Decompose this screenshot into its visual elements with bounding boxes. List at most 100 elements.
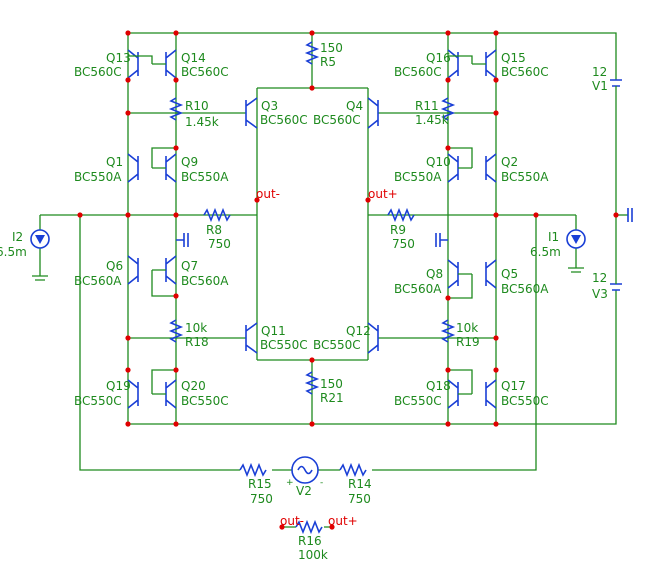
q19-model: BC550C (74, 394, 122, 408)
r10-name: R10 (185, 99, 209, 113)
q14-transistor[interactable] (128, 49, 177, 79)
r8-value: 750 (208, 237, 231, 251)
q4-name: Q4 (346, 99, 363, 113)
q3-name: Q3 (261, 99, 278, 113)
v2-name: V2 (296, 484, 312, 498)
q20-name: Q20 (181, 379, 206, 393)
q11-model: BC550C (260, 338, 308, 352)
r18-name: R18 (185, 335, 209, 349)
q3-transistor[interactable] (245, 97, 258, 129)
r10-value: 1.45k (185, 115, 219, 129)
q6-transistor[interactable] (127, 255, 139, 285)
r15-resistor[interactable] (239, 462, 267, 478)
wire-top-rail (128, 32, 617, 80)
r9-value: 750 (392, 237, 415, 251)
i1-current-source[interactable] (566, 229, 586, 273)
r5-name: R5 (320, 55, 336, 69)
q12-name: Q12 (346, 324, 371, 338)
q18-model: BC550C (394, 394, 442, 408)
q10-name: Q10 (426, 155, 451, 169)
r11-value: 1.45k (415, 113, 449, 127)
q2-name: Q2 (501, 155, 518, 169)
v3-value: 12 (592, 271, 607, 285)
q15-transistor[interactable] (448, 49, 497, 79)
transistors (127, 49, 497, 409)
q20-transistor[interactable] (151, 369, 177, 409)
q10-model: BC550A (394, 170, 442, 184)
r21-resistor[interactable] (304, 371, 320, 395)
q20-model: BC550C (181, 394, 229, 408)
r21-name: R21 (320, 391, 344, 405)
r16-out-minus-label: out- (280, 514, 304, 528)
v1-battery[interactable] (610, 79, 622, 100)
q9-model: BC550A (181, 170, 229, 184)
q14-name: Q14 (181, 51, 206, 65)
wire-v2-right (272, 215, 537, 471)
v3-battery[interactable] (610, 270, 622, 291)
q4-transistor[interactable] (367, 97, 379, 129)
wire-v2-left (79, 215, 240, 471)
r16-value: 100k (298, 548, 328, 562)
q15-name: Q15 (501, 51, 526, 65)
q11-transistor[interactable] (245, 322, 258, 354)
i1-value: 6.5m (530, 245, 561, 259)
q8-name: Q8 (426, 267, 443, 281)
r10-resistor[interactable] (168, 97, 184, 121)
q9-transistor[interactable] (151, 147, 177, 183)
r14-name: R14 (348, 477, 372, 491)
q7-transistor[interactable] (151, 255, 177, 297)
q13-name: Q13 (106, 51, 131, 65)
q12-transistor[interactable] (367, 322, 379, 354)
r16-out-plus-label: out+ (328, 514, 358, 528)
i2-name: I2 (12, 230, 23, 244)
q16-name: Q16 (426, 51, 451, 65)
labels: Q13 BC560C Q14 BC560C Q16 BC560C Q15 BC5… (0, 41, 608, 562)
q2-transistor[interactable] (485, 153, 497, 183)
q4-model: BC560C (313, 113, 361, 127)
r5-resistor[interactable] (304, 41, 320, 65)
q8-transistor[interactable] (447, 259, 473, 299)
q10-transistor[interactable] (447, 147, 473, 183)
r16-resistor[interactable] (295, 519, 323, 535)
r8-resistor[interactable] (203, 207, 231, 223)
r18-value: 10k (185, 321, 207, 335)
q18-name: Q18 (426, 379, 451, 393)
q6-model: BC560A (74, 274, 122, 288)
v1-value: 12 (592, 65, 607, 79)
v1-name: V1 (592, 79, 608, 93)
q16-model: BC560C (394, 65, 442, 79)
q6-name: Q6 (106, 259, 123, 273)
q11-name: Q11 (261, 324, 286, 338)
out-plus-label: out+ (368, 187, 398, 201)
r16-name: R16 (298, 534, 322, 548)
q7-model: BC560A (181, 274, 229, 288)
r9-name: R9 (390, 223, 406, 237)
i2-value: 6.5m (0, 245, 27, 259)
q18-transistor[interactable] (447, 369, 473, 409)
r8-name: R8 (206, 223, 222, 237)
r11-resistor[interactable] (440, 97, 456, 121)
v2-ac-source[interactable] (291, 456, 319, 484)
wire-bottom-rail (128, 290, 617, 425)
r14-resistor[interactable] (339, 462, 367, 478)
q19-transistor[interactable] (127, 379, 139, 409)
r19-name: R19 (456, 335, 480, 349)
r18-resistor[interactable] (168, 319, 184, 343)
q1-model: BC550A (74, 170, 122, 184)
q5-model: BC560A (501, 282, 549, 296)
r15-value: 750 (250, 492, 273, 506)
q17-model: BC550C (501, 394, 549, 408)
right-gnd-mark (435, 233, 448, 247)
q1-transistor[interactable] (127, 153, 139, 183)
r9-resistor[interactable] (387, 207, 415, 223)
i2-current-source[interactable] (30, 229, 50, 281)
q17-transistor[interactable] (485, 379, 497, 409)
q19-name: Q19 (106, 379, 131, 393)
nodes (77, 30, 619, 530)
q14-model: BC560C (181, 65, 229, 79)
supply-gnd-mark (627, 208, 633, 222)
r21-value: 150 (320, 377, 343, 391)
q5-transistor[interactable] (485, 259, 497, 289)
v3-name: V3 (592, 287, 608, 301)
r19-resistor[interactable] (440, 319, 456, 343)
